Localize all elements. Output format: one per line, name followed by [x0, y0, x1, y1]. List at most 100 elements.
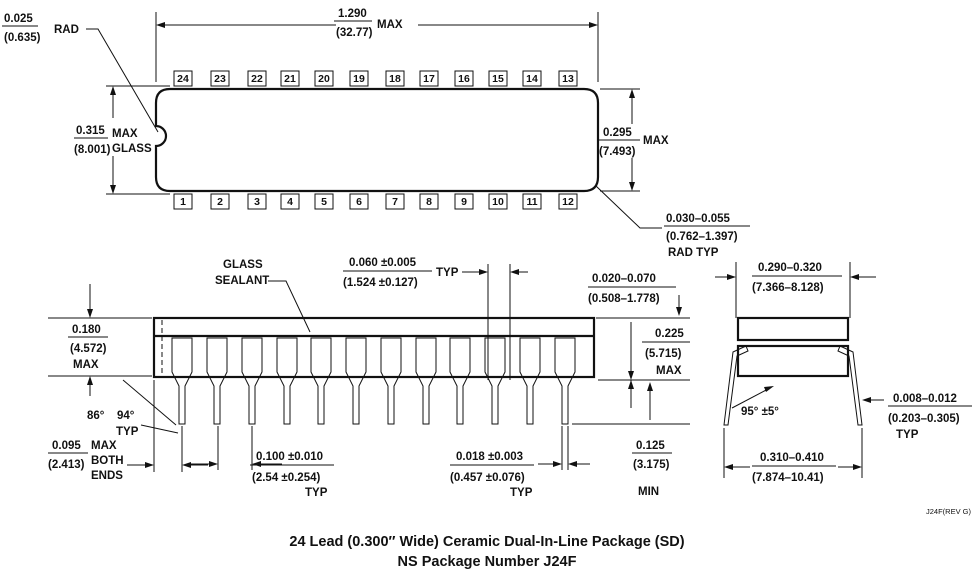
- pin-number: 16: [458, 73, 470, 85]
- arrowhead: [145, 462, 154, 468]
- arrowhead: [629, 182, 635, 191]
- lead-width-value-mm: (1.524 ±0.127): [343, 277, 418, 289]
- lead: [449, 337, 471, 425]
- end-label-ends: ENDS: [91, 470, 123, 482]
- lead: [554, 337, 576, 425]
- lead-width-value: 0.060 ±0.005: [349, 257, 417, 269]
- pin-number: 13: [562, 73, 574, 85]
- corner-rad-leader: [595, 185, 662, 229]
- arrowhead: [628, 371, 634, 380]
- arrowhead: [862, 397, 871, 403]
- pitch-value: 0.100 ±0.010: [256, 451, 323, 463]
- arrowhead: [87, 309, 93, 318]
- end-label-max: MAX: [91, 440, 117, 452]
- pin-pad: [454, 193, 474, 210]
- pin-pad: [488, 193, 508, 210]
- body-width-label: MAX: [643, 135, 669, 147]
- lead-thk-value-mm: (0.457 ±0.076): [450, 472, 525, 484]
- glass-label-max: MAX: [112, 128, 138, 140]
- pin-pad: [247, 70, 267, 87]
- pin-number: 4: [287, 196, 293, 208]
- pin-pad: [454, 70, 474, 87]
- ev-lid: [736, 316, 850, 342]
- height-label: MAX: [73, 359, 99, 371]
- lead: [519, 337, 541, 425]
- pin-number: 15: [492, 73, 504, 85]
- glass-label-glass: GLASS: [112, 143, 152, 155]
- pin-number: 17: [423, 73, 435, 85]
- arrowhead: [647, 382, 653, 391]
- lead: [276, 337, 298, 425]
- pin-number: 22: [251, 73, 263, 85]
- pin-pad: [522, 70, 542, 87]
- arrowhead: [209, 461, 218, 467]
- pitch-label: TYP: [305, 487, 328, 499]
- arrowhead: [510, 269, 519, 275]
- arrowhead: [727, 274, 736, 280]
- glass-width-value-mm: (8.001): [74, 144, 111, 156]
- pin-pad: [349, 193, 369, 210]
- pitch-value-mm: (2.54 ±0.254): [252, 472, 320, 484]
- glass-sealant-label-1: GLASS: [223, 259, 263, 271]
- glass-sealant-label-2: SEALANT: [215, 275, 269, 287]
- pin-number: 24: [177, 73, 189, 85]
- pin-pad: [210, 193, 230, 210]
- lead: [345, 337, 367, 425]
- arrowhead: [182, 462, 191, 468]
- arrowhead: [553, 461, 562, 467]
- seated-height-label: MAX: [656, 365, 682, 377]
- ev-thk-value: 0.008–0.012: [893, 393, 957, 405]
- rad-label: RAD: [54, 24, 79, 36]
- arrowhead: [853, 464, 862, 470]
- arrowhead: [589, 22, 598, 28]
- standoff-value: 0.020–0.070: [592, 273, 656, 285]
- angle-leader-b: [140, 424, 179, 434]
- side-body: [152, 316, 596, 379]
- ev-angle-leader: [731, 387, 771, 409]
- length-value: 1.290: [338, 8, 367, 20]
- pin-number: 10: [492, 196, 504, 208]
- pin-pad: [173, 193, 193, 210]
- body-width-value: 0.295: [603, 127, 632, 139]
- corner-rad-value: 0.030–0.055: [666, 213, 731, 225]
- pin-number: 21: [284, 73, 296, 85]
- caption-title: 24 Lead (0.300″ Wide) Ceramic Dual-In-Li…: [289, 534, 684, 550]
- length-label: MAX: [377, 19, 403, 31]
- pin-pad: [558, 70, 578, 87]
- pin-pad: [522, 193, 542, 210]
- pin-number: 8: [426, 196, 432, 208]
- pin-pad: [314, 70, 334, 87]
- standoff-value-mm: (0.508–1.778): [588, 293, 660, 305]
- end-value-mm: (2.413): [48, 459, 85, 471]
- side-view: GLASS SEALANT 0.060 ±0.005 (1.524 ±0.127…: [48, 257, 690, 499]
- pin-pad: [419, 193, 439, 210]
- caption-package-number: NS Package Number J24F: [398, 554, 577, 570]
- arrowhead: [629, 89, 635, 98]
- bottom-pin-row: 1 2 3 4 5 6 7 8 9 10 11 12: [173, 193, 578, 210]
- arrowhead: [764, 386, 774, 392]
- arrowhead: [676, 307, 682, 316]
- pin-number: 23: [214, 73, 226, 85]
- pin-number: 14: [526, 73, 538, 85]
- lead-thk-label: TYP: [510, 487, 533, 499]
- pin-number: 2: [217, 196, 223, 208]
- arrowhead: [156, 22, 165, 28]
- arrowhead: [628, 380, 634, 389]
- corner-rad-value-mm: (0.762–1.397): [666, 231, 738, 243]
- arrowhead: [110, 185, 116, 194]
- pin-number: 18: [389, 73, 401, 85]
- pin-pad: [314, 193, 334, 210]
- seated-height-value: 0.225: [655, 328, 684, 340]
- lead-thk-value: 0.018 ±0.003: [456, 451, 523, 463]
- end-value: 0.095: [52, 440, 81, 452]
- ev-angle-value: 95° ±5°: [741, 406, 779, 418]
- ev-spread-value-mm: (7.874–10.41): [752, 472, 824, 484]
- rad-leader: [86, 28, 159, 133]
- lead: [171, 337, 193, 425]
- lead-len-value: 0.125: [636, 440, 665, 452]
- pin-number: 6: [356, 196, 362, 208]
- angle-2: 94°: [117, 410, 135, 422]
- ev-width-value: 0.290–0.320: [758, 262, 822, 274]
- lead: [484, 337, 506, 425]
- pin-pad: [419, 70, 439, 87]
